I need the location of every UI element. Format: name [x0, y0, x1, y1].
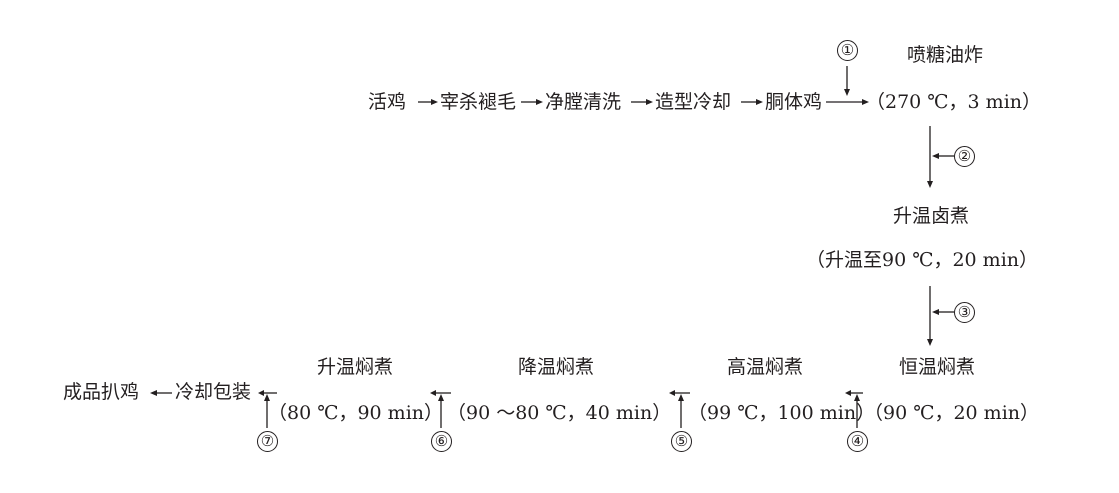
arrow-packaging-to-product [150, 390, 172, 396]
stage-high-title: 高温焖煮 [726, 356, 804, 378]
arrow-stage1-to-stage2 [845, 390, 863, 396]
arrow-frying-to-stew [927, 126, 933, 188]
arrow-stew-to-constant [927, 286, 933, 346]
stage-high-condition: （99 ℃，100 min） [688, 402, 876, 424]
step-evisceration-wash: 净膛清洗 [545, 91, 622, 113]
arrow-marker7-input [264, 394, 270, 428]
marker-1: ① [837, 40, 858, 61]
marker-2: ② [954, 146, 975, 167]
arrow-carcass-to-frying [826, 99, 869, 105]
marker-5: ⑤ [671, 431, 692, 452]
marker-4: ④ [847, 431, 868, 452]
stage-cooling-condition: （90 ～80 ℃，40 min） [447, 402, 672, 424]
marker-6: ⑥ [431, 431, 452, 452]
arrow-step2-to-step3 [521, 99, 543, 105]
stew-heating-title: 升温卤煮 [892, 205, 970, 227]
arrow-marker3-input [932, 309, 954, 315]
frying-title: 喷糖油炸 [906, 44, 984, 66]
step-carcass: 胴体鸡 [765, 91, 823, 113]
arrow-marker6-input [438, 394, 444, 428]
arrow-stage4-to-packaging [258, 390, 277, 396]
arrow-marker1-input [844, 66, 850, 96]
arrow-stage3-to-stage4 [430, 390, 451, 396]
arrow-stage2-to-stage3 [669, 390, 690, 396]
stage-cooling-title: 降温焖煮 [517, 356, 595, 378]
stage-reheat-title: 升温焖煮 [316, 356, 394, 378]
arrow-step4-to-step5 [741, 99, 763, 105]
stage-reheat-condition: （80 ℃，90 min） [268, 402, 444, 424]
arrow-marker4-input [854, 394, 860, 428]
frying-condition: （270 ℃，3 min） [866, 91, 1042, 113]
stage-constant-title: 恒温焖煮 [898, 356, 976, 378]
stage-constant-condition: （90 ℃，20 min） [864, 402, 1040, 424]
arrow-step1-to-step2 [418, 99, 438, 105]
arrow-marker2-input [932, 153, 954, 159]
marker-3: ③ [954, 302, 975, 323]
step-cooling-packaging: 冷却包装 [175, 381, 252, 403]
arrow-marker5-input [678, 394, 684, 428]
step-finished-product: 成品扒鸡 [63, 381, 140, 403]
step-live-chicken: 活鸡 [368, 91, 407, 113]
stew-heating-condition: （升温至90 ℃，20 min） [805, 249, 1039, 271]
marker-7: ⑦ [257, 431, 278, 452]
arrow-step3-to-step4 [631, 99, 653, 105]
step-shaping-cooling: 造型冷却 [655, 91, 732, 113]
step-slaughter-depilate: 宰杀褪毛 [440, 91, 517, 113]
